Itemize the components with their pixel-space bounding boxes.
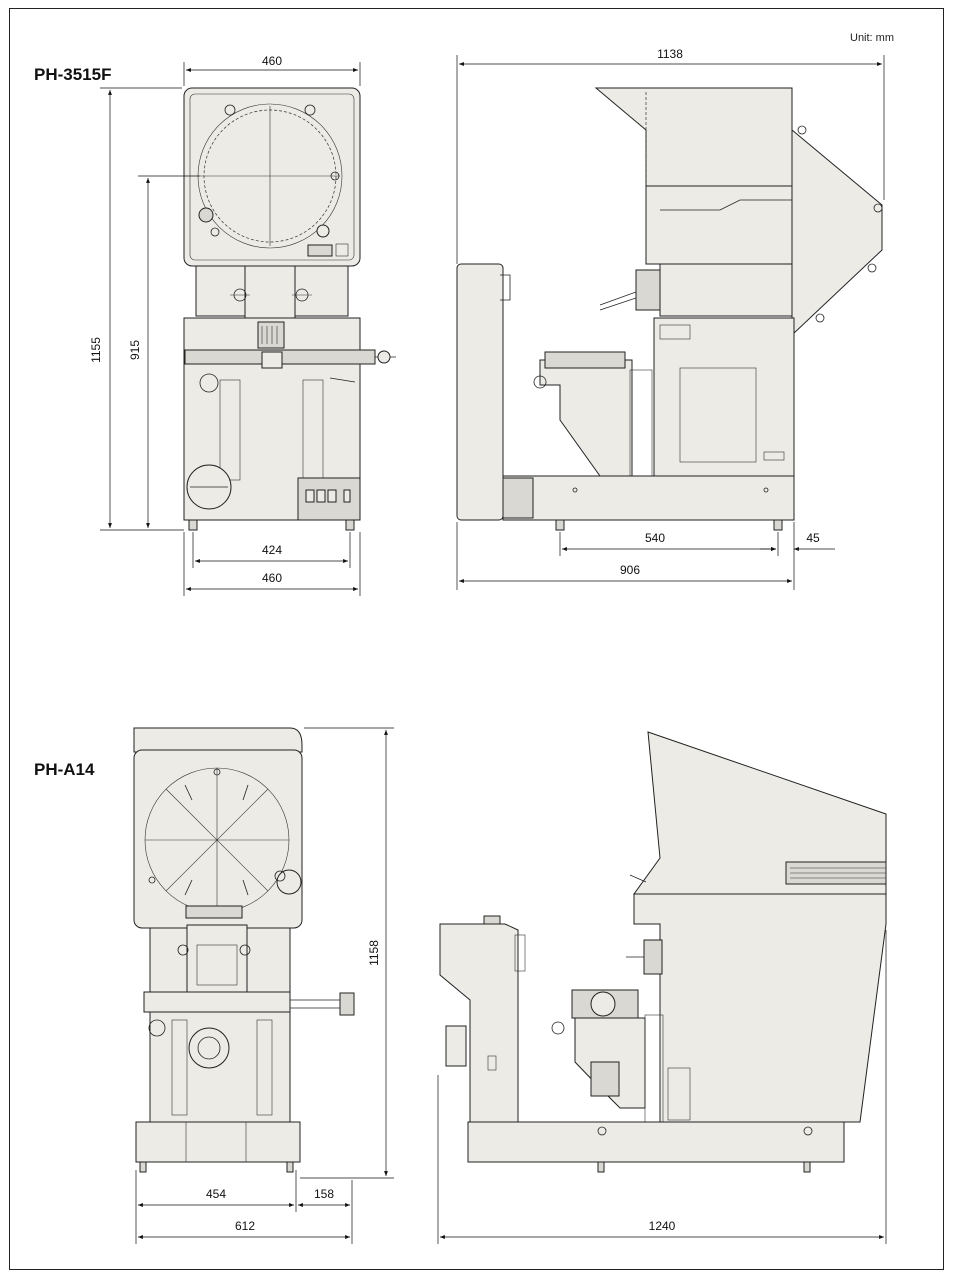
dim-424: 424 (262, 543, 282, 557)
column (456, 263, 504, 521)
base (502, 475, 795, 521)
stage (143, 991, 291, 1013)
base (467, 1121, 845, 1163)
dim-906: 906 (620, 563, 640, 577)
ph-3515f-side-dimensions: 1138 540 45 906 (456, 47, 885, 590)
dim-460-top: 460 (262, 54, 282, 68)
dim-158: 158 (314, 1187, 334, 1201)
model-title-ph-3515f: PH-3515F (34, 65, 112, 84)
stage-micrometer-icon (377, 350, 391, 364)
ph-3515f-side-view (456, 87, 883, 531)
screen-knob-icon (276, 869, 302, 895)
drawing-frame (9, 8, 944, 1270)
screen-tilt-panel (791, 128, 883, 337)
dim-1155: 1155 (89, 337, 103, 363)
dim-1240: 1240 (649, 1219, 676, 1233)
base (135, 1121, 301, 1163)
ph-a14-front-view (133, 727, 355, 1173)
ph-3515f-front-dimensions: 460 1155 915 424 460 (89, 54, 361, 596)
column (439, 923, 519, 1123)
unit-label: Unit: mm (850, 32, 894, 44)
dim-460-bottom: 460 (262, 571, 282, 585)
ph-a14-side-dimensions: 1240 (437, 930, 887, 1244)
vent-grille (257, 321, 285, 349)
stage-bracket (539, 359, 633, 477)
ph-a14-front-dimensions: 1158 454 158 612 (135, 727, 394, 1244)
dim-540: 540 (645, 531, 665, 545)
dim-1138: 1138 (657, 47, 683, 61)
screen-hood (594, 87, 793, 187)
dim-1158: 1158 (367, 940, 381, 966)
dim-612: 612 (235, 1219, 255, 1233)
screen-knob-icon (198, 207, 214, 223)
projection-screen-housing (183, 87, 361, 267)
dim-45: 45 (806, 531, 820, 545)
model-title-ph-a14: PH-A14 (34, 760, 95, 779)
ph-3515f-front-view (183, 87, 396, 531)
dim-915: 915 (128, 340, 142, 360)
screen-counter-display (307, 244, 333, 257)
stage-micrometer-icon (339, 992, 355, 1016)
dim-454: 454 (206, 1187, 226, 1201)
ph-a14-side-view (439, 731, 887, 1173)
